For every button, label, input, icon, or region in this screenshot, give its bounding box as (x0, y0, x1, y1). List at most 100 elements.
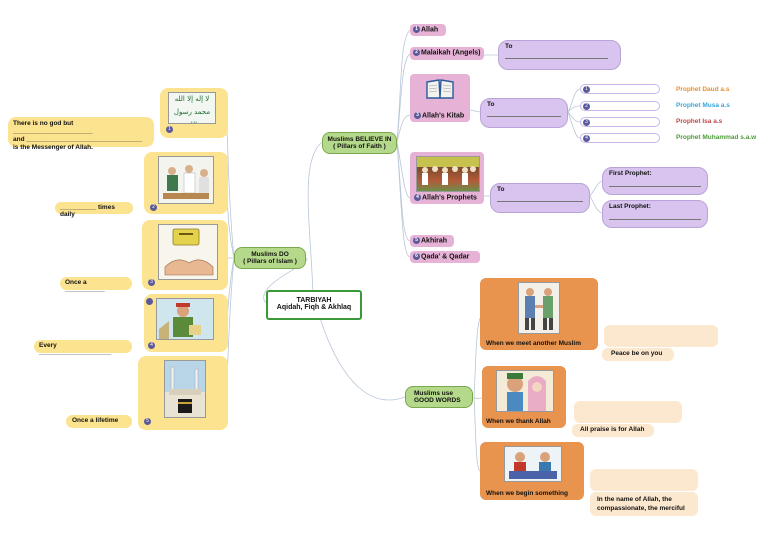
handshake-picture (518, 282, 560, 334)
shahada-picture: لا إله إلا الله محمد رسول الله (168, 92, 216, 124)
thanks-picture (496, 370, 554, 412)
number-badge-top (146, 298, 153, 305)
book-icon (425, 78, 455, 100)
meaning-label: In the name of Allah, the compassionate,… (597, 496, 685, 512)
number-badge: 2 (413, 49, 420, 56)
last-prophet-box[interactable]: Last Prophet: (602, 200, 708, 228)
prophet-name-2: Prophet Musa a.s (676, 102, 730, 109)
prophets-to-box[interactable]: To (490, 183, 590, 213)
book-row-1[interactable]: 1 (580, 84, 660, 94)
book-row-3[interactable]: 3 (580, 117, 660, 127)
faith-item-label: Malaikah (Angels) (421, 49, 481, 57)
do-node[interactable]: Muslims DO ( Pillars of Islam ) (234, 247, 306, 269)
pillar-shahada[interactable]: لا إله إلا الله محمد رسول الله 1 (160, 88, 228, 138)
shahada-line-1: لا إله إلا الله (174, 95, 210, 103)
prophet-name-3: Prophet Isa a.s (676, 118, 723, 125)
pillar-salah[interactable]: 2 (144, 152, 228, 214)
blank-line (609, 219, 701, 220)
number-badge: 1 (166, 126, 173, 133)
situation-meet[interactable]: When we meet another Muslim (480, 278, 598, 350)
situation-label: When we meet another Muslim (486, 340, 581, 347)
shahada-text-3: is the Messenger of Allah. (13, 144, 93, 151)
blank-line (487, 116, 561, 117)
first-prophet-label: First Prophet: (609, 170, 652, 177)
believe-node[interactable]: Muslims BELIEVE IN ( Pillars of Faith ) (322, 132, 397, 154)
number-badge: 2 (150, 204, 157, 211)
pillar-zakah[interactable]: 3 (142, 220, 228, 290)
sawm-picture (156, 298, 214, 340)
prophet-name-4: Prophet Muhammad s.a.w (676, 134, 757, 141)
number-badge: 3 (148, 279, 155, 286)
good-words-node[interactable]: Muslims use GOOD WORDS (405, 386, 473, 408)
first-prophet-box[interactable]: First Prophet: (602, 167, 708, 195)
last-prophet-label: Last Prophet: (609, 203, 651, 210)
number-badge: 6 (413, 253, 420, 260)
shahada-text-1: There is no god but ____________________… (13, 120, 93, 135)
prophet-name-1: Prophet Daud a.s (676, 86, 730, 93)
number-badge: 4 (414, 193, 421, 201)
answer-box-begin[interactable] (590, 469, 698, 491)
pillar-hajj[interactable]: 5 (138, 356, 228, 430)
pillar-sawm[interactable]: 4 (144, 294, 228, 352)
eating-picture (504, 446, 562, 482)
number-badge: 3 (583, 119, 590, 126)
pillar-hajj-text[interactable]: Once a lifetime (66, 415, 132, 428)
sawm-text: Every ____________________ (39, 342, 112, 356)
kitab-to-box[interactable]: To (480, 98, 568, 128)
number-badge: 5 (413, 237, 420, 244)
zakah-picture (158, 224, 218, 280)
number-badge: 5 (144, 418, 151, 425)
malaikah-to-box[interactable]: To (498, 40, 621, 70)
pillar-zakah-text[interactable]: Once a ___________ (60, 277, 132, 293)
do-subtitle: ( Pillars of Islam ) (243, 258, 297, 265)
meaning-thank: All praise is for Allah (572, 424, 654, 437)
book-row-2[interactable]: 2 (580, 101, 660, 111)
number-badge: 2 (583, 103, 590, 110)
zakah-text: Once a ___________ (65, 279, 105, 293)
to-label: To (505, 43, 513, 50)
to-label: To (487, 101, 495, 108)
number-badge: 4 (583, 135, 590, 142)
answer-box-thank[interactable] (574, 401, 682, 423)
salah-picture (158, 156, 214, 204)
center-subtitle: Aqidah, Fiqh & Akhlaq (276, 304, 352, 311)
faith-item-label: Allah's Kitab (422, 112, 465, 119)
believe-title: Muslims BELIEVE IN (327, 136, 392, 143)
good-words-title: Muslims use (414, 390, 454, 397)
pillar-sawm-text[interactable]: Every ____________________ (34, 340, 132, 356)
to-label: To (497, 186, 505, 193)
meaning-begin: In the name of Allah, the compassionate,… (590, 492, 698, 516)
faith-item-label: Akhirah (421, 237, 448, 245)
believe-subtitle: ( Pillars of Faith ) (333, 143, 386, 150)
shahada-line-2: محمد رسول الله (173, 108, 211, 123)
faith-item-label: Allah's Prophets (422, 194, 477, 201)
pillar-salah-text[interactable]: __________ times daily (55, 202, 133, 218)
faith-item-label: Qada' & Qadar (421, 253, 470, 261)
center-node[interactable]: TARBIYAH Aqidah, Fiqh & Akhlaq (266, 290, 362, 320)
book-row-4[interactable]: 4 (580, 133, 660, 143)
shahada-text-2: and ________________________________ (13, 136, 143, 143)
meaning-label: Peace be on you (611, 350, 663, 357)
pillar-shahada-text[interactable]: There is no god but ____________________… (8, 117, 154, 151)
situation-begin[interactable]: When we begin something (480, 442, 584, 500)
number-badge: 1 (413, 26, 420, 33)
do-title: Muslims DO (251, 251, 289, 258)
situation-thank[interactable]: When we thank Allah (482, 366, 566, 428)
hajj-text: Once a lifetime (72, 417, 119, 424)
hajj-picture (164, 360, 206, 418)
situation-label: When we thank Allah (486, 418, 551, 425)
number-badge: 3 (414, 111, 421, 119)
meaning-meet: Peace be on you (602, 348, 674, 361)
good-words-subtitle: GOOD WORDS (414, 397, 461, 404)
salah-text: __________ times daily (60, 204, 115, 218)
number-badge: 1 (583, 86, 590, 93)
answer-box-meet[interactable] (604, 325, 718, 347)
number-badge: 4 (148, 342, 155, 349)
